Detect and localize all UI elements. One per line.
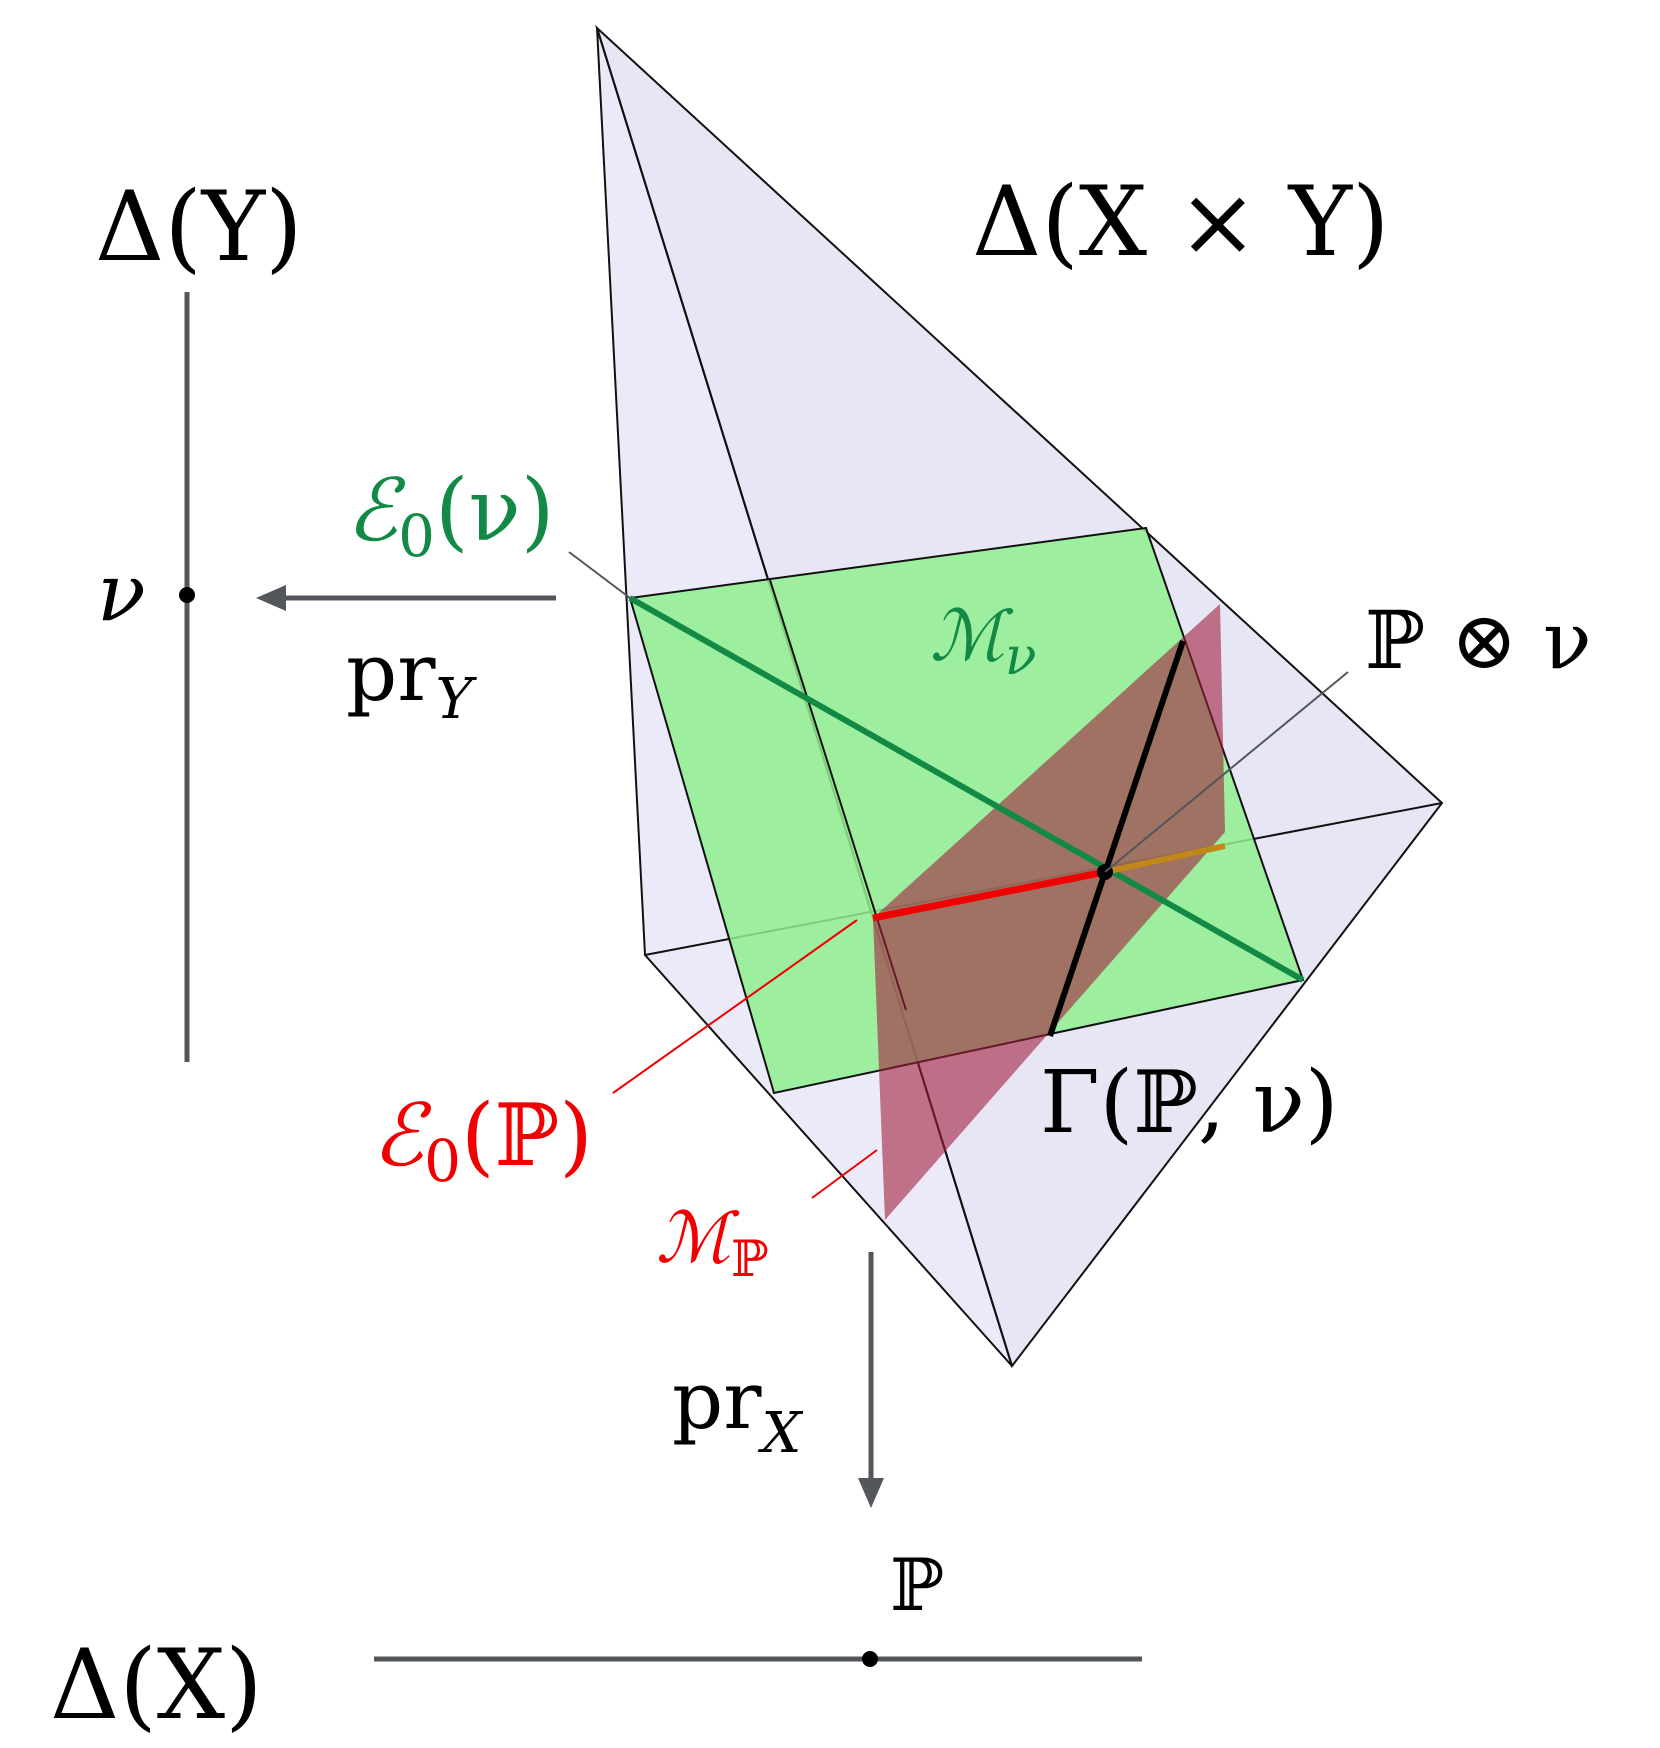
gamma-label: Γ(ℙ, ν) (1040, 1053, 1338, 1153)
e0-p-base: ℰ (372, 1086, 432, 1186)
e0-nu-base: ℰ (346, 461, 406, 561)
pr-x-label: prX (672, 1354, 803, 1466)
nu-point (179, 587, 195, 603)
m-nu-label: ℳν (930, 595, 1036, 687)
pr-y-arrow (256, 585, 556, 611)
pr-y-base: pr (346, 626, 436, 719)
e0-p-arg: (ℙ) (461, 1086, 593, 1186)
gamma-line (1047, 640, 1186, 1037)
pr-x-arrow (858, 1252, 884, 1508)
e0-nu-sub: 0 (398, 502, 435, 570)
e0-nu-arg: (ν) (435, 461, 554, 561)
pr-x-base: pr (672, 1354, 762, 1447)
m-nu-base: ℳ (930, 595, 1014, 677)
pr-y-sub: Y (435, 667, 477, 732)
m-p-label: ℳℙ (656, 1197, 768, 1288)
m-p-sub: ℙ (731, 1230, 769, 1288)
pr-y-label: prY (346, 626, 477, 732)
delta-xy-label: Δ(X × Y) (972, 166, 1389, 278)
e0-nu-leader (568, 551, 631, 599)
e0-p-leader (612, 919, 858, 1094)
p-tensor-nu-label: ℙ ⊗ ν (1365, 594, 1592, 687)
p-label: ℙ (890, 1543, 944, 1627)
e0-nu-line (628, 595, 1305, 983)
e0-p-label: ℰ0(ℙ) (372, 1086, 593, 1195)
p-point (862, 1651, 878, 1667)
m-nu-sub: ν (1005, 627, 1037, 687)
e0-p-line (872, 868, 1106, 922)
p-tensor-nu-leader (1104, 671, 1349, 873)
nu-label: ν (97, 546, 146, 639)
delta-x-label: Δ(X) (50, 1629, 263, 1741)
e0-p-sub: 0 (424, 1127, 461, 1195)
m-p-base: ℳ (656, 1197, 740, 1279)
delta-y-label: Δ(Y) (95, 171, 303, 283)
m-p-leader (811, 1149, 878, 1199)
e0-nu-label: ℰ0(ν) (346, 461, 554, 570)
e0-p-line-hidden (1104, 843, 1226, 875)
m-p-plane (873, 604, 1225, 1220)
pr-x-sub: X (757, 1401, 803, 1466)
